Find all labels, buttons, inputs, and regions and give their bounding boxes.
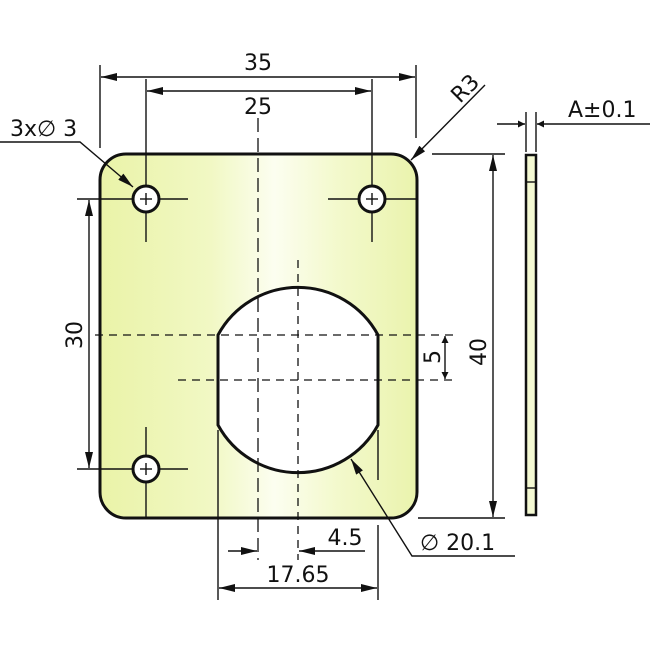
corner-radius-callout: R3 <box>410 70 486 161</box>
dimension-cutout-offset-vertical: 5 <box>421 336 449 379</box>
radius-label: R3 <box>447 70 485 108</box>
plate-front-view <box>95 79 455 560</box>
cutout-diameter-callout: ∅ 20.1 <box>350 458 515 557</box>
cutout-diameter-label: ∅ 20.1 <box>420 531 495 556</box>
dimension-cutout-flat-width: 17.65 <box>219 563 377 592</box>
dim-40-label: 40 <box>467 338 492 366</box>
dim-4-5-label: 4.5 <box>328 526 363 551</box>
hole-callout: 3x∅ 3 <box>0 117 134 188</box>
dimension-overall-height: 40 <box>418 153 505 519</box>
dim-5-label: 5 <box>421 350 446 364</box>
mounting-hole <box>131 184 161 214</box>
plate-body <box>98 152 419 520</box>
dimension-hole-spacing-horizontal: 25 <box>147 87 371 120</box>
dim-17-65-label: 17.65 <box>267 563 330 588</box>
dimension-cutout-offset-horizontal: 4.5 <box>228 526 365 555</box>
dimension-hole-spacing-vertical: 30 <box>63 198 100 470</box>
mounting-hole <box>357 184 387 214</box>
dim-25-label: 25 <box>244 95 272 120</box>
thickness-label: A±0.1 <box>568 98 636 123</box>
plate-side-view: A±0.1 <box>497 98 650 517</box>
mounting-hole <box>131 454 161 484</box>
dim-35-label: 35 <box>244 51 272 76</box>
hole-center-lines <box>100 79 417 518</box>
dimension-overall-width: 35 <box>99 51 417 148</box>
dim-30-label: 30 <box>63 321 88 349</box>
hole-callout-label: 3x∅ 3 <box>10 117 77 142</box>
